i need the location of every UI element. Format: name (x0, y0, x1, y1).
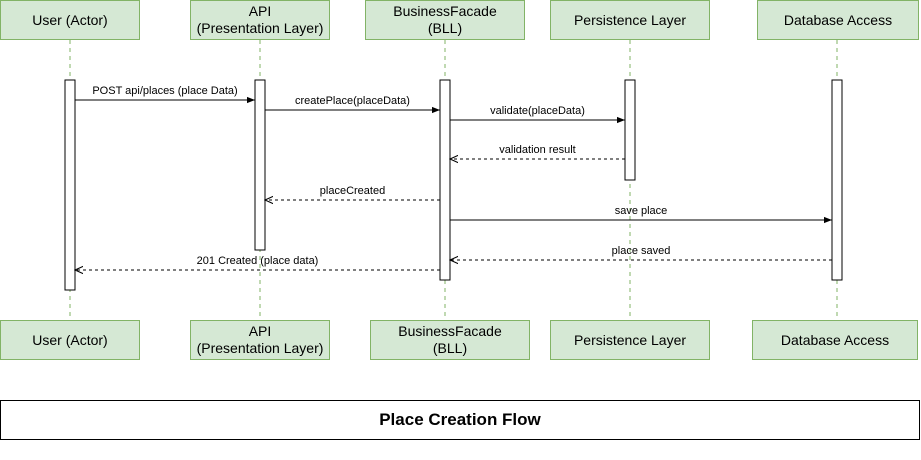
participant-bottom-user: User (Actor) (0, 320, 140, 360)
message-label-4: validation result (499, 144, 575, 156)
activation-bar-persistence (624, 79, 636, 181)
participant-bottom-db: Database Access (752, 320, 918, 360)
message-label-5: placeCreated (320, 185, 385, 197)
activation-bar-db (831, 79, 843, 281)
participant-bottom-api: API (Presentation Layer) (190, 320, 330, 360)
message-label-6: save place (615, 205, 668, 217)
message-label-8: 201 Created (place data) (197, 255, 319, 267)
message-label-2: createPlace(placeData) (295, 95, 410, 107)
participant-top-db: Database Access (757, 0, 919, 40)
participant-top-user: User (Actor) (0, 0, 140, 40)
footer-title-box: Place Creation Flow (0, 400, 920, 440)
participant-top-api: API (Presentation Layer) (190, 0, 330, 40)
participant-top-bll: BusinessFacade (BLL) (365, 0, 525, 40)
activation-bar-bll (439, 79, 451, 281)
message-label-7: place saved (612, 245, 671, 257)
participant-bottom-persistence: Persistence Layer (550, 320, 710, 360)
footer-title: Place Creation Flow (379, 410, 541, 429)
message-label-3: validate(placeData) (490, 105, 585, 117)
participant-top-persistence: Persistence Layer (550, 0, 710, 40)
activation-bar-user (64, 79, 76, 291)
message-label-1: POST api/places (place Data) (92, 85, 237, 97)
participant-bottom-bll: BusinessFacade (BLL) (370, 320, 530, 360)
activation-bar-api (254, 79, 266, 251)
